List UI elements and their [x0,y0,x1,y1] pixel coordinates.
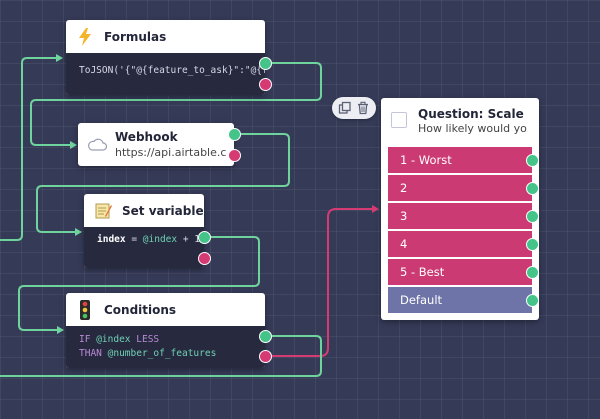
wire-conditions-to-question [264,208,378,357]
option-output-port[interactable] [526,238,539,251]
wire-into-formulas [0,57,62,241]
question-scale-node[interactable]: Question: Scale How likely would yo... 1… [381,98,539,320]
option-output-port[interactable] [526,210,539,223]
assignment-expression: index = @index + 1 [97,234,200,245]
keyword-if: IF [79,334,91,345]
webhook-node[interactable]: Webhook https://api.airtable.co... [78,123,241,166]
scale-option[interactable]: 4 [388,231,532,257]
option-output-port[interactable] [526,182,539,195]
traffic-light-icon [80,300,90,320]
scale-option[interactable]: 1 - Worst [388,147,532,173]
output-port-success[interactable] [259,57,272,70]
arrowhead [75,228,82,236]
output-port-success[interactable] [228,128,241,141]
node-toolbar [332,97,376,119]
arrowhead [56,54,63,62]
output-port-failure[interactable] [259,78,272,91]
variable-name: index [97,234,126,245]
node-title: Formulas [104,30,167,44]
set-variable-node[interactable]: Set variable index = @index + 1 [84,194,211,268]
wire-conditions-out [0,335,322,377]
question-subtitle: How likely would yo... [418,122,528,135]
scale-option[interactable]: 5 - Best [388,259,532,285]
output-port-success[interactable] [198,231,211,244]
condition-line-1: IF @index LESS [79,334,159,345]
webhook-url: https://api.airtable.co... [115,146,227,159]
wire-setvariable-to-conditions [18,236,260,331]
scale-option[interactable]: 3 [388,203,532,229]
cloud-icon [88,138,107,151]
option-label: 4 [400,237,408,251]
select-checkbox[interactable] [391,112,407,128]
option-output-port[interactable] [526,154,539,167]
trash-icon[interactable] [356,101,370,115]
wire-webhook-to-setvariable [36,133,290,233]
output-port-false[interactable] [259,350,272,363]
lightning-icon [79,28,91,46]
increment: + 1 [177,234,200,245]
variable-ref: @number_of_features [107,348,217,359]
node-title: Conditions [104,303,177,317]
formula-code: ToJSON('{"@{feature_to_ask}":"@{f [66,53,265,95]
default-output-port[interactable] [526,294,539,307]
option-label: 1 - Worst [400,153,452,167]
keyword-less: LESS [136,334,160,345]
question-title: Question: Scale [418,107,524,121]
default-option[interactable]: Default [388,287,532,313]
option-label: 5 - Best [400,265,445,279]
scale-option[interactable]: 2 [388,175,532,201]
arrowhead [372,205,379,213]
variable-ref: @index [96,334,131,345]
keyword-than: THAN [79,348,102,359]
node-title: Set variable [122,204,204,218]
conditions-node[interactable]: Conditions IF @index LESS THAN @number_o… [66,293,272,368]
set-variable-code: index = @index + 1 [84,227,204,268]
output-port-failure[interactable] [198,252,211,265]
conditions-code: IF @index LESS THAN @number_of_features [66,326,265,368]
duplicate-icon[interactable] [338,101,352,115]
variable-ref: @index [142,234,178,245]
node-title: Webhook [115,130,178,144]
formulas-node[interactable]: Formulas ToJSON('{"@{feature_to_ask}":"@… [66,20,272,95]
option-output-port[interactable] [526,266,539,279]
option-label: 2 [400,181,408,195]
output-port-failure[interactable] [228,149,241,162]
option-label: Default [400,293,443,307]
condition-line-2: THAN @number_of_features [79,348,216,359]
wire-formulas-to-webhook [30,62,322,146]
arrowhead [70,141,77,149]
arrowhead [57,326,64,334]
operator: = [125,234,143,245]
formula-expression: ToJSON('{"@{feature_to_ask}":"@{f [79,65,265,76]
notepad-icon [95,203,112,219]
output-port-true[interactable] [259,330,272,343]
option-label: 3 [400,209,408,223]
